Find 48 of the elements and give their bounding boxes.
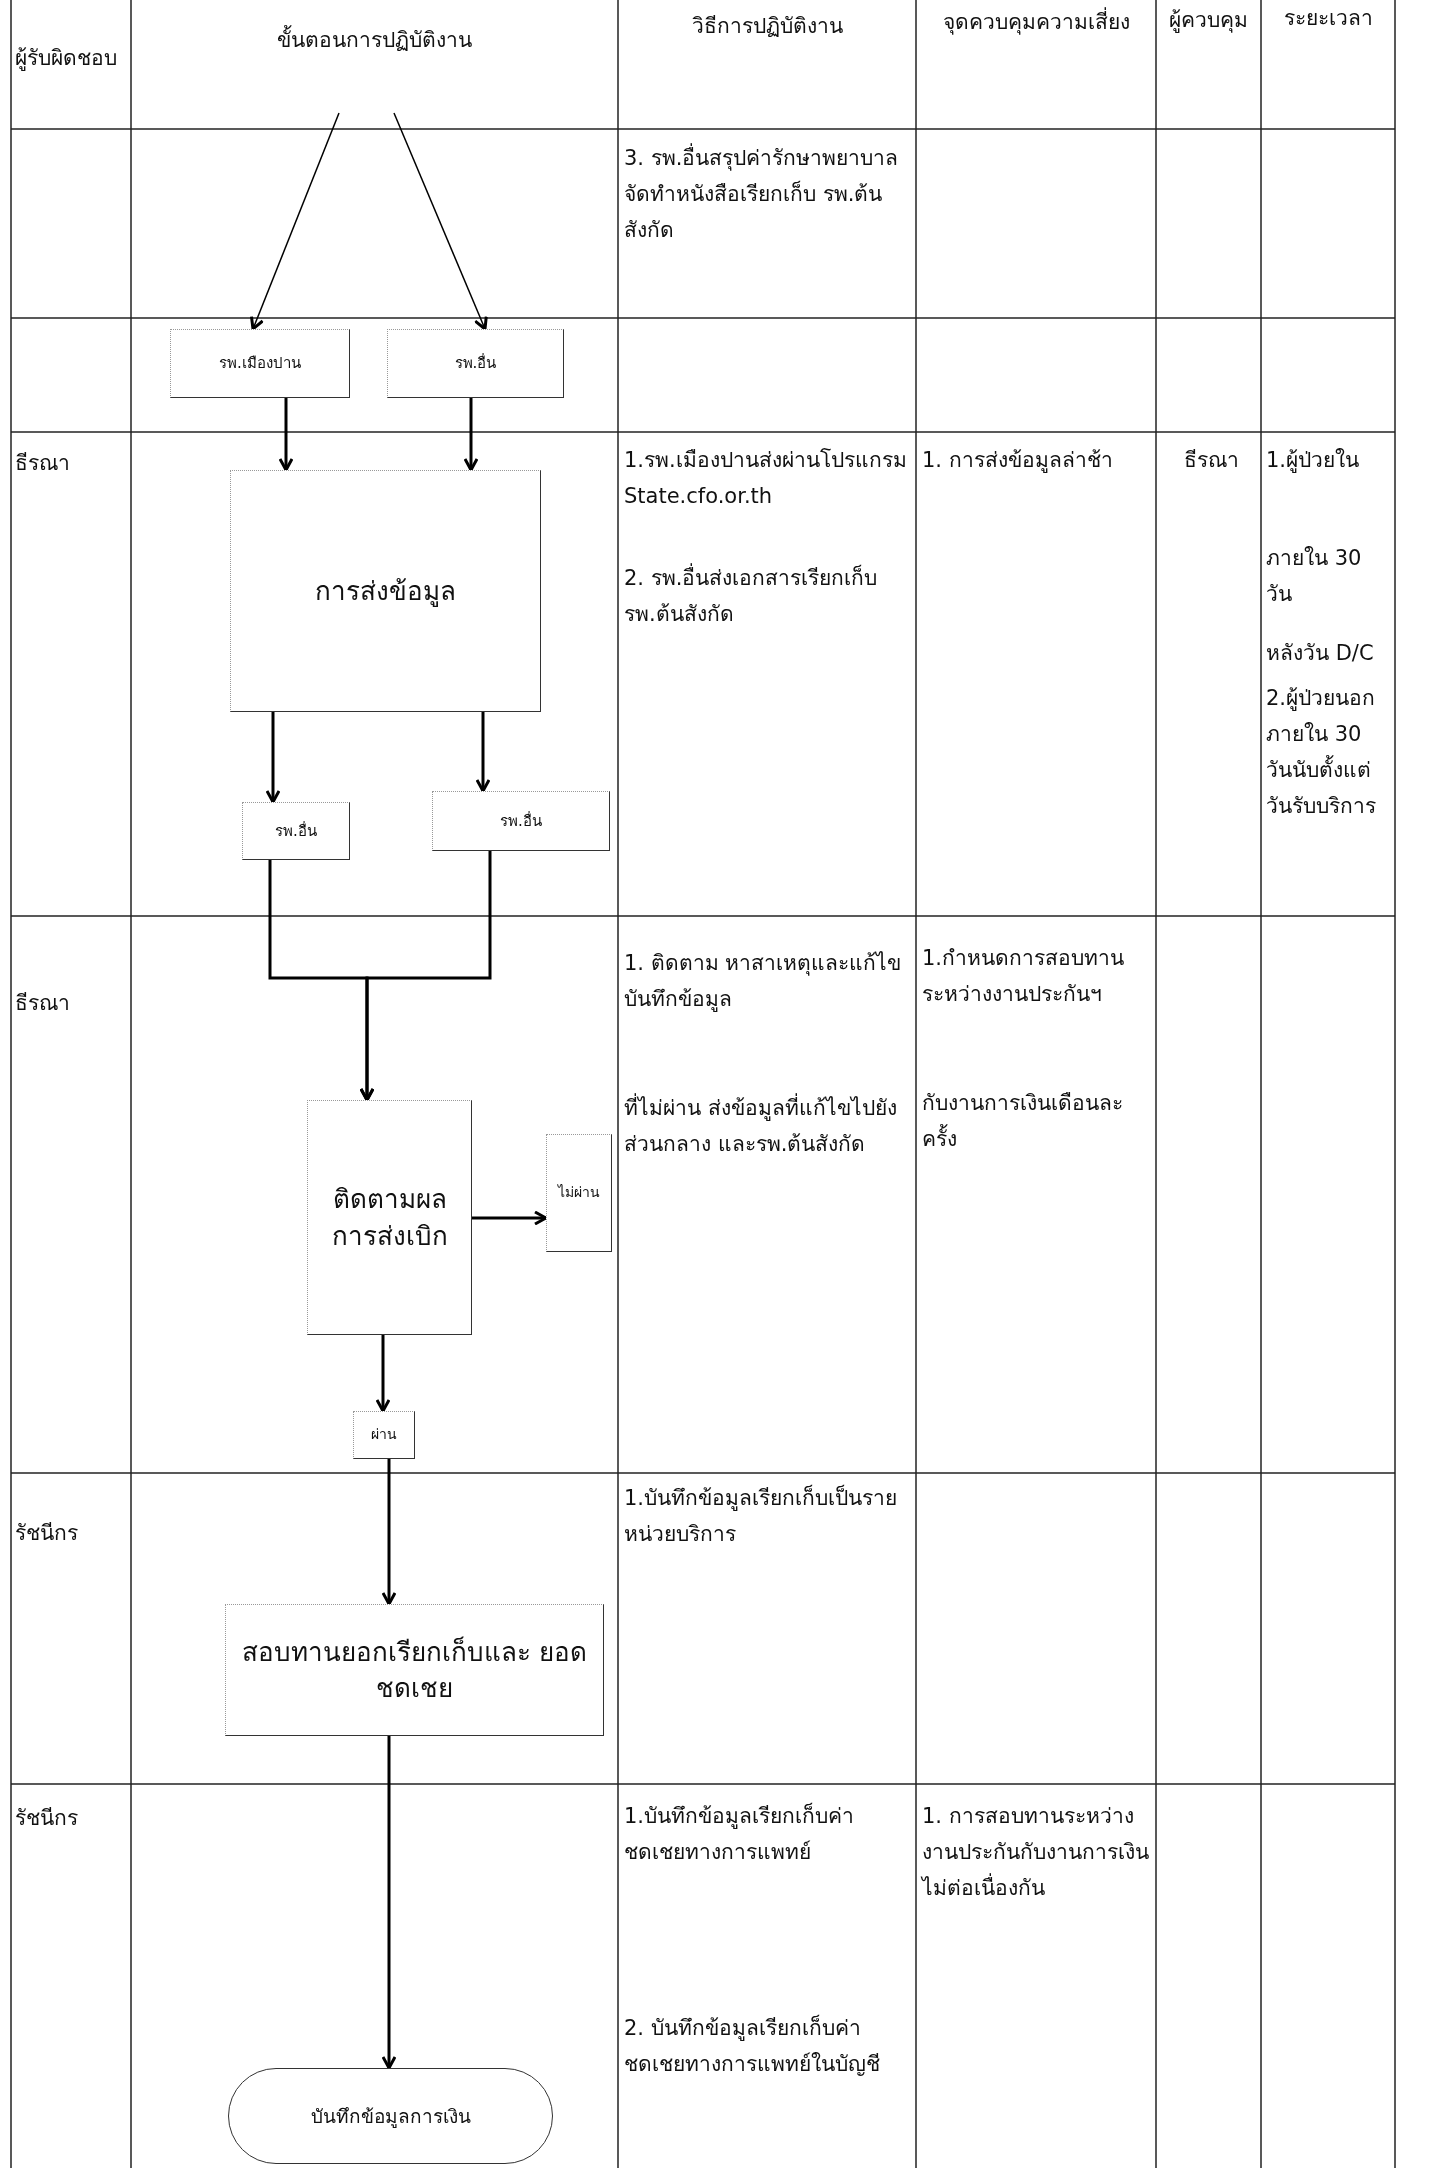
arrow bbox=[475, 712, 491, 793]
arrow bbox=[250, 112, 340, 331]
cell-text: ธีรณา bbox=[1182, 447, 1240, 474]
cell-text: 1.รพ.เมืองปานส่งผ่านโปรแกรม State.cfo.or.th bbox=[624, 447, 908, 510]
arrow bbox=[463, 398, 479, 472]
arrow bbox=[278, 398, 294, 472]
cell-text: ภายใน 30 วัน bbox=[1266, 545, 1363, 608]
cell-text: รัชนีกร bbox=[15, 1805, 78, 1832]
process-box: รพ.อื่น bbox=[242, 802, 350, 860]
arrow bbox=[359, 851, 492, 1102]
cell-text: ที่ไม่ผ่าน ส่งข้อมูลที่แก้ไขไปยังส่วนกลาง และรพ.ต้นสังกัด bbox=[624, 1090, 909, 1162]
cell-text: 1.ผู้ป่วยใน bbox=[1266, 447, 1360, 475]
cell-text: 2. บันทึกข้อมูลเรียกเก็บค่าชดเชยทางการแพทย์ในบัญชี bbox=[624, 2013, 881, 2078]
cell-text: รัชนีกร bbox=[15, 1520, 78, 1547]
arrow bbox=[381, 1459, 397, 1606]
process-box: รพ.อื่น bbox=[387, 329, 564, 398]
column-header: จุดควบคุมความเสี่ยง bbox=[916, 4, 1156, 40]
cell-text: 2. รพ.อื่นส่งเอกสารเรียกเก็บ รพ.ต้นสังกัด bbox=[624, 560, 909, 632]
cell-text: กับงานการเงินเดือนละครั้ง bbox=[922, 1090, 1124, 1153]
cell-text: 1.กำหนดการสอบทานระหว่างงานประกันฯ bbox=[922, 945, 1126, 1008]
cell-text: 1. การส่งข้อมูลล่าช้า bbox=[922, 447, 1113, 475]
arrow bbox=[472, 1210, 548, 1226]
process-box: รพ.อื่น bbox=[432, 791, 610, 851]
cell-text: 1. ติดตาม หาสาเหตุและแก้ไข บันทึกข้อมูล bbox=[624, 950, 903, 1014]
column-header: ผู้รับผิดชอบ bbox=[15, 45, 117, 73]
cell-text: หลังวัน D/C bbox=[1266, 640, 1374, 667]
cell-text: 3. รพ.อื่นสรุปค่ารักษาพยาบาล จัดทำหนังสือเรียกเก็บ รพ.ต้นสังกัด bbox=[624, 140, 909, 248]
cell-text: 1.บันทึกข้อมูลเรียกเก็บค่าชดเชยทางการแพทย์ bbox=[624, 1801, 856, 1866]
cell-text: ธีรณา bbox=[15, 450, 70, 477]
column-header: วิธีการปฏิบัติงาน bbox=[690, 13, 844, 40]
cell-text: ธีรณา bbox=[15, 990, 70, 1017]
process-box: ผ่าน bbox=[353, 1411, 415, 1459]
process-box: สอบทานยอกเรียกเก็บและ ยอดชดเชย bbox=[225, 1604, 604, 1736]
cell-text: 1.บันทึกข้อมูลเรียกเก็บเป็นรายหน่วยบริการ bbox=[624, 1483, 899, 1548]
column-header: ผู้ควบคุม bbox=[1168, 7, 1249, 35]
process-box: รพ.เมืองปาน bbox=[170, 329, 350, 398]
arrow bbox=[265, 712, 281, 804]
column-header: ระยะเวลา bbox=[1282, 5, 1374, 32]
process-box: ติดตามผล การส่งเบิก bbox=[307, 1100, 472, 1335]
terminator-shape: บันทึกข้อมูลการเงิน bbox=[228, 2068, 553, 2164]
arrow bbox=[381, 1736, 397, 2070]
process-box: การส่งข้อมูล bbox=[230, 470, 541, 712]
process-box: ไม่ผ่าน bbox=[546, 1134, 612, 1252]
cell-text: 2.ผู้ป่วยนอกภายใน 30 วันนับตั้งแต่วันรับบริการ bbox=[1266, 685, 1377, 820]
arrow bbox=[393, 112, 488, 331]
column-header: ขั้นตอนการปฏิบัติงาน bbox=[131, 22, 618, 58]
arrow bbox=[375, 1335, 391, 1413]
cell-text: 1. การสอบทานระหว่างงานประกันกับงานการเงินไม่ต่อเนื่องกัน bbox=[922, 1803, 1150, 1902]
